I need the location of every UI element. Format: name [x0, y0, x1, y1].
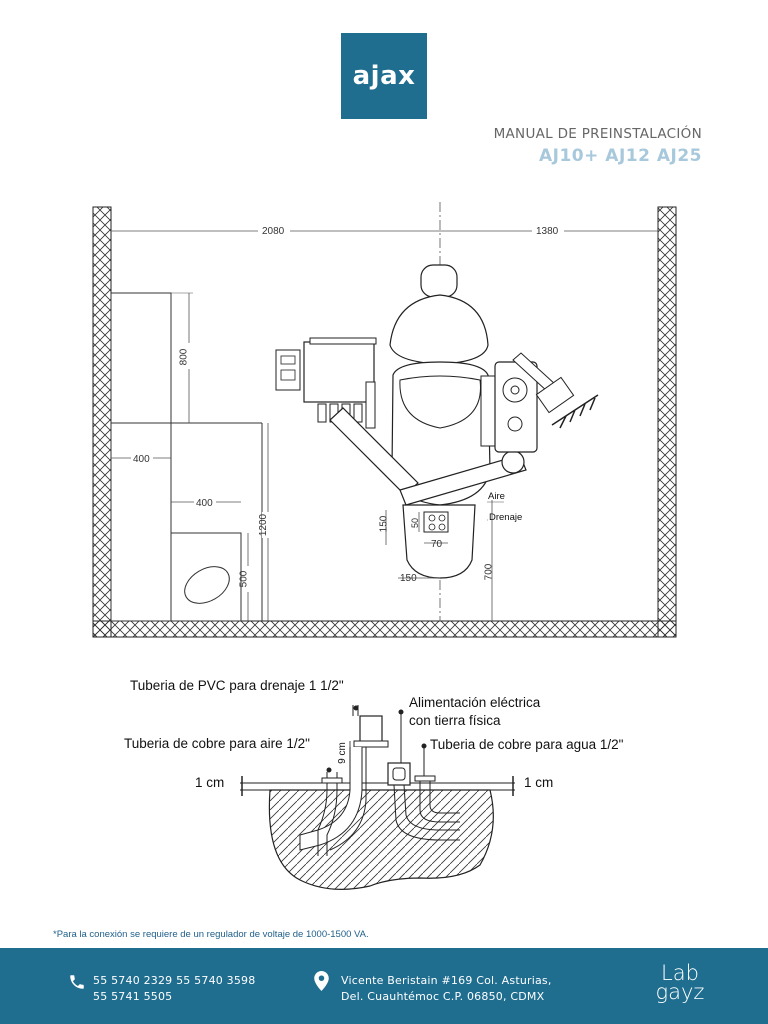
dim-150-offset: 150: [400, 573, 417, 584]
footer: 55 5740 2329 55 5740 3598 55 5741 5505 V…: [0, 948, 768, 1024]
dim-500: 500: [238, 570, 250, 588]
dim-150-box: 150: [378, 515, 390, 533]
label-1cm-right: 1 cm: [524, 775, 554, 790]
dim-1200: 1200: [258, 513, 270, 537]
phone-icon: [70, 975, 84, 989]
label-power-line2: con tierra física: [409, 713, 501, 728]
pipe-section-drawing: [240, 705, 515, 890]
voltage-note: *Para la conexión se requiere de un regu…: [53, 929, 369, 940]
label-aire: Aire: [488, 491, 505, 502]
phone-line-1: 55 5740 2329 55 5740 3598: [93, 974, 256, 987]
address-line-1: Vicente Beristain #169 Col. Asturias,: [341, 974, 552, 987]
logo-text: ajax: [352, 61, 416, 91]
location-pin-icon: [314, 971, 329, 991]
address-line-2: Del. Cuauhtémoc C.P. 06850, CDMX: [341, 990, 545, 1003]
dim-2080: 2080: [262, 226, 285, 237]
labgayz-logo: Lab gayz: [650, 961, 710, 1008]
dim-400-cabinet: 400: [133, 454, 150, 465]
ajax-logo: ajax: [341, 33, 427, 119]
document-models: AJ10+ AJ12 AJ25: [539, 146, 702, 166]
label-pvc-drain: Tuberia de PVC para drenaje 1 1/2": [130, 678, 344, 693]
dim-1380: 1380: [536, 226, 559, 237]
floor-plan-drawing: [92, 202, 677, 638]
label-copper-water: Tuberia de cobre para agua 1/2": [430, 737, 624, 752]
label-copper-air: Tuberia de cobre para aire 1/2": [124, 736, 310, 751]
label-1cm-left: 1 cm: [195, 775, 225, 790]
phone-line-2: 55 5741 5505: [93, 990, 173, 1003]
brand-line-1: Lab: [661, 961, 699, 985]
dim-400-unit: 400: [196, 498, 213, 509]
dim-50: 50: [410, 517, 421, 529]
label-9cm: 9 cm: [336, 742, 348, 764]
label-power-line1: Alimentación eléctrica: [409, 695, 541, 710]
dim-800: 800: [178, 348, 190, 366]
document-title: MANUAL DE PREINSTALACIÓN: [493, 126, 702, 142]
dim-700: 700: [483, 563, 495, 581]
dim-70: 70: [431, 539, 443, 550]
brand-line-2: gayz: [655, 980, 705, 1004]
label-drenaje: Drenaje: [489, 512, 523, 523]
